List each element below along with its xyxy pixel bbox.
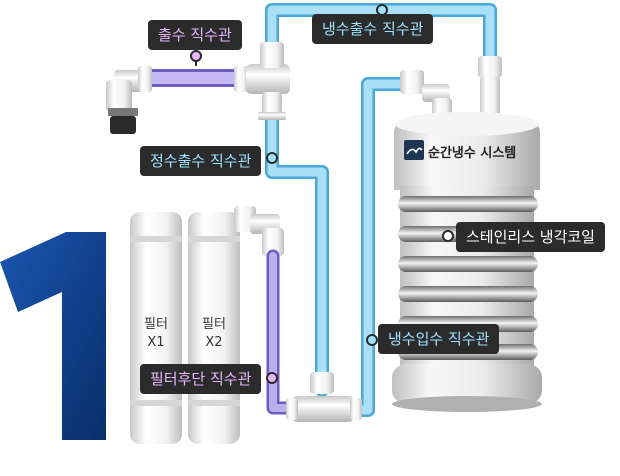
outlet-fittings <box>106 42 290 134</box>
filter-x1-label: 필터 X1 <box>136 316 176 352</box>
label-cold-inlet-pipe: 냉수입수 직수관 <box>378 324 500 354</box>
filter-x2-line1: 필터 <box>202 317 226 332</box>
step-number-graphic <box>0 232 106 440</box>
tank-top-fittings <box>400 56 502 120</box>
filter-x1-line1: 필터 <box>144 317 168 332</box>
label-stainless-coil: 스테인리스 냉각코일 <box>456 222 605 252</box>
tank-brand-text: 순간냉수 시스템 <box>428 146 517 161</box>
brand-logo-icon <box>404 140 424 160</box>
label-purified-outlet-pipe: 정수출수 직수관 <box>140 146 262 176</box>
label-connectors <box>190 4 454 384</box>
filter-x2-line2: X2 <box>205 335 223 350</box>
label-outlet-pipe: 출수 직수관 <box>148 20 242 50</box>
filter-x2-label: 필터 X2 <box>194 316 234 352</box>
label-cold-outlet-pipe: 냉수출수 직수관 <box>312 14 434 44</box>
label-post-filter-pipe: 필터후단 직수관 <box>140 364 262 394</box>
bottom-tee-fitting <box>286 372 362 422</box>
filter-x1-line2: X1 <box>147 335 165 350</box>
